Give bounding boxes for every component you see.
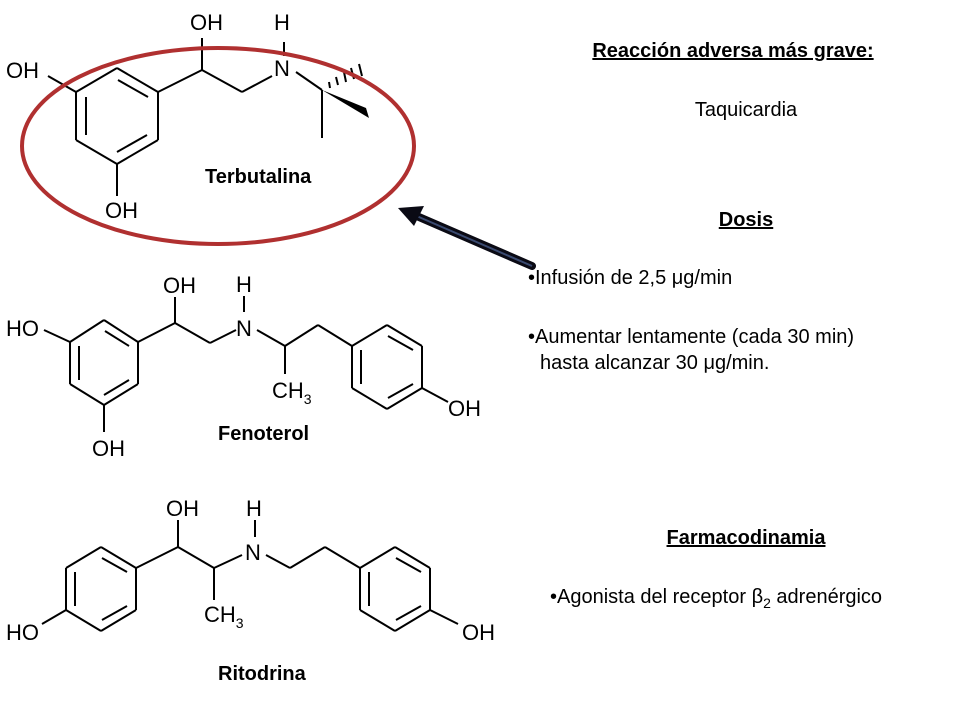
pharmacodynamics-heading: Farmacodinamia bbox=[666, 527, 826, 549]
ritodrina-name: Ritodrina bbox=[218, 663, 307, 685]
beta-symbol: β bbox=[751, 586, 764, 608]
terbutalina-wedge-bond bbox=[322, 90, 369, 118]
ritodrina-structure: OH H N HO CH3 OH Ritodrina bbox=[6, 496, 495, 685]
ritodrina-n-label: N bbox=[245, 540, 261, 565]
ritodrina-ho-left: HO bbox=[6, 620, 39, 645]
ritodrina-h-label: H bbox=[246, 496, 262, 521]
fenoterol-ho-left: HO bbox=[6, 316, 39, 341]
ritodrina-ch3-label: CH3 bbox=[204, 602, 244, 631]
terbutalina-oh-bottom: OH bbox=[105, 198, 138, 223]
fenoterol-structure: OH H N HO OH CH3 OH Fenoterol bbox=[6, 272, 481, 461]
adverse-reaction-text: Taquicardia bbox=[694, 99, 798, 121]
terbutalina-oh-left: OH bbox=[6, 58, 39, 83]
dose-item-2-line-1: •Aumentar lentamente (cada 30 min) bbox=[528, 326, 855, 348]
terbutalina-h-label: H bbox=[274, 10, 290, 35]
ritodrina-oh-top: OH bbox=[166, 496, 199, 521]
ritodrina-right-ring bbox=[359, 546, 431, 632]
fenoterol-name: Fenoterol bbox=[218, 423, 309, 445]
dose-heading: Dosis bbox=[718, 209, 774, 231]
beta-subscript: 2 bbox=[763, 595, 771, 611]
terbutalina-name: Terbutalina bbox=[205, 166, 312, 188]
terbutalina-oh-top: OH bbox=[190, 10, 223, 35]
dose-item-1: •Infusión de 2,5 μg/min bbox=[528, 267, 733, 289]
fenoterol-oh-right: OH bbox=[448, 396, 481, 421]
pointer-arrow bbox=[398, 206, 536, 270]
fenoterol-right-ring bbox=[351, 324, 423, 410]
pharmacodynamics-item: •Agonista del receptor β2 adrenérgico bbox=[550, 585, 882, 615]
terbutalina-structure: OH H N OH OH Terbutalina bbox=[6, 10, 369, 223]
highlight-ellipse bbox=[20, 46, 416, 246]
terbutalina-benzene-ring bbox=[75, 67, 159, 165]
terbutalina-n-label: N bbox=[274, 56, 290, 81]
ritodrina-left-ring bbox=[65, 546, 137, 632]
fenoterol-h-label: H bbox=[236, 272, 252, 297]
fenoterol-left-ring bbox=[69, 319, 139, 406]
pharmacodynamics-prefix: •Agonista del receptor bbox=[550, 586, 752, 608]
fenoterol-oh-bottom: OH bbox=[92, 436, 125, 461]
adverse-reaction-heading: Reacción adversa más grave: bbox=[592, 40, 874, 62]
fenoterol-n-label: N bbox=[236, 316, 252, 341]
fenoterol-ch3-label: CH3 bbox=[272, 378, 312, 407]
pharmacodynamics-suffix: adrenérgico bbox=[770, 586, 883, 608]
fenoterol-oh-top: OH bbox=[163, 273, 196, 298]
dose-item-2-line-2: hasta alcanzar 30 μg/min. bbox=[540, 352, 770, 374]
ritodrina-oh-right: OH bbox=[462, 620, 495, 645]
